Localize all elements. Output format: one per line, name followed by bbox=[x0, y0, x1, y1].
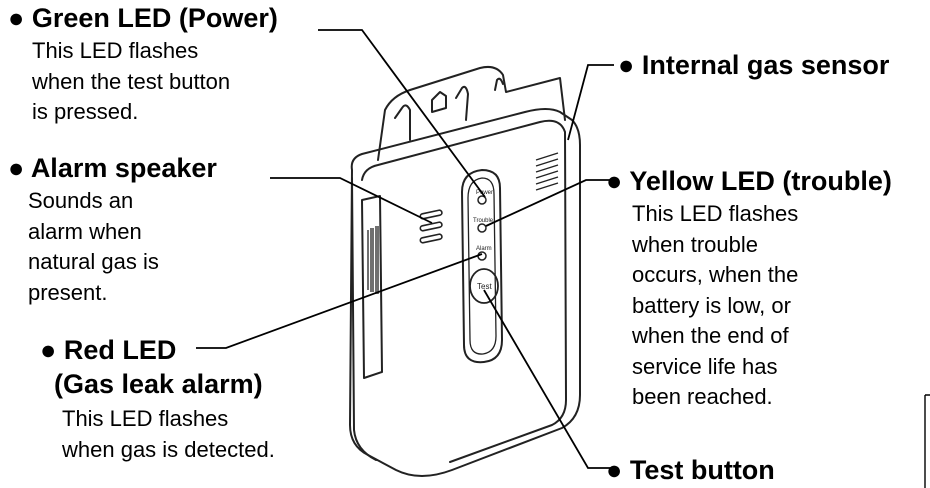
bullet: ● bbox=[8, 153, 25, 183]
alarm-speaker-description: Sounds an alarm when natural gas is pres… bbox=[28, 188, 159, 305]
leader-yellow-led bbox=[485, 179, 612, 227]
mounting-bracket bbox=[377, 65, 566, 161]
bullet: ● bbox=[606, 455, 623, 485]
side-barcode-label bbox=[361, 195, 383, 379]
trouble-led bbox=[477, 223, 487, 233]
red-led-description: This LED flashes when gas is detected. bbox=[62, 406, 275, 462]
leader-alarm-speaker bbox=[270, 177, 433, 224]
green-led-title: Green LED (Power) bbox=[31, 3, 278, 33]
bullet: ● bbox=[618, 50, 635, 80]
leader-internal-sensor bbox=[567, 64, 614, 141]
alarm-speaker-title-row: ● Alarm speaker bbox=[8, 153, 217, 183]
test-tiny-label: Test bbox=[477, 282, 492, 291]
red-led-subtitle: (Gas leak alarm) bbox=[54, 369, 263, 399]
bullet: ● bbox=[606, 166, 623, 196]
leader-red-led bbox=[196, 253, 483, 349]
green-led-description: This LED flashes when the test button is… bbox=[32, 38, 231, 124]
speaker-slots bbox=[419, 209, 443, 244]
yellow-led-description: This LED flashes when trouble occurs, wh… bbox=[632, 201, 799, 409]
alarm-led bbox=[477, 251, 487, 261]
red-led-title-row: ● Red LED bbox=[40, 335, 176, 365]
power-led bbox=[477, 195, 487, 205]
sensor-vents bbox=[535, 152, 559, 191]
yellow-led-title: Yellow LED (trouble) bbox=[629, 166, 892, 196]
test-button bbox=[469, 268, 499, 304]
test-button-title-row: ● Test button bbox=[606, 455, 775, 485]
leader-test-button bbox=[483, 289, 614, 469]
alarm-tiny-label: Alarm bbox=[476, 246, 492, 252]
control-panel bbox=[460, 168, 504, 364]
green-led-title-row: ● Green LED (Power) bbox=[8, 3, 278, 33]
bullet: ● bbox=[40, 335, 57, 365]
alarm-speaker-title: Alarm speaker bbox=[30, 153, 217, 183]
trouble-tiny-label: Trouble bbox=[473, 218, 494, 224]
bullet: ● bbox=[8, 3, 25, 33]
power-tiny-label: Power bbox=[476, 190, 493, 196]
internal-sensor-title-row: ● Internal gas sensor bbox=[618, 50, 889, 80]
yellow-led-title-row: ● Yellow LED (trouble) bbox=[606, 166, 892, 196]
red-led-title: Red LED bbox=[63, 335, 177, 365]
internal-sensor-title: Internal gas sensor bbox=[641, 50, 890, 80]
test-button-title: Test button bbox=[629, 455, 775, 485]
leader-green-led bbox=[318, 29, 486, 198]
